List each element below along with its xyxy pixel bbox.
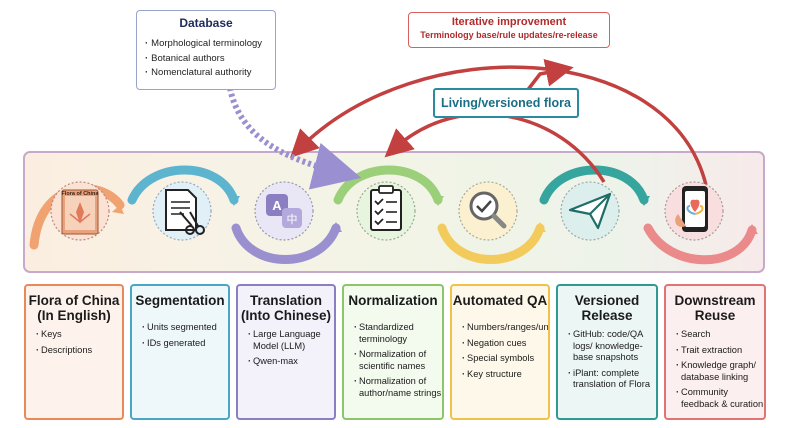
iterative-title: Iterative improvement: [451, 16, 567, 28]
stage-item: Community feedback & curation: [676, 387, 764, 410]
book-icon: Flora of China: [61, 189, 100, 235]
database-arrow: [227, 87, 362, 190]
database-item: Morphological terminology: [145, 37, 262, 52]
stage-item-list: KeysDescriptions: [26, 329, 122, 356]
feedback-arrow-outer: [290, 65, 708, 186]
stage-title-line: Versioned: [574, 293, 640, 308]
stage-title-line: Translation: [249, 293, 322, 308]
stage-title: Normalization: [344, 293, 442, 308]
stage-item: Knowledge graph/ database linking: [676, 360, 764, 383]
flow-arrowhead-3: [330, 222, 342, 232]
stage-item-list: GitHub: code/QA logs/ knowledge-base sna…: [558, 329, 656, 391]
stage-title: Translation(Into Chinese): [238, 293, 334, 323]
stage-icons: Flora of China A 中: [50, 181, 724, 241]
stage-title-line: Segmentation: [135, 293, 225, 308]
flow-arc-7: [643, 223, 757, 265]
stage-box-2: SegmentationUnits segmentedIDs generated: [130, 284, 230, 420]
magnifier-check-icon: [469, 191, 507, 229]
flow-arc-5: [437, 223, 545, 264]
stage-box-5: Automated QA Numbers/ranges/unitsNegation…: [450, 284, 550, 420]
flow-arc-2: [127, 165, 239, 205]
stage-item: Descriptions: [36, 345, 122, 357]
stage-title-line: Flora of China: [28, 293, 120, 308]
stage-item: Large Language Model (LLM): [248, 329, 334, 352]
iterative-subtitle: Terminology base/rule updates/re-release: [420, 30, 598, 40]
book-title-label: Flora of China: [62, 191, 100, 197]
flow-arc-3: [231, 223, 341, 264]
flow-arrowhead-7: [746, 224, 758, 234]
stage-box-1: Flora of China(In English) KeysDescriptio…: [24, 284, 124, 420]
paper-plane-icon: [568, 192, 612, 230]
smartphone-flower-icon: [675, 186, 708, 232]
stage-title-line: (Into Chinese): [241, 308, 331, 323]
stage-item: GitHub: code/QA logs/ knowledge-base sna…: [568, 329, 656, 364]
translate-latin-glyph: A: [272, 198, 282, 213]
stage-box-7: DownstreamReuseSearchTrait extractionKno…: [664, 284, 766, 420]
stage-item: Standardized terminology: [354, 322, 442, 345]
stage-item-list: Standardized terminologyNormalization of…: [344, 322, 442, 399]
translate-icon: A 中: [266, 194, 302, 228]
database-item: Nomenclatural authority: [145, 66, 262, 81]
database-item: Botanical authors: [145, 52, 262, 67]
stage-item: Search: [676, 329, 764, 341]
document-scissors-icon: [165, 189, 205, 235]
database-title: Database: [179, 16, 233, 30]
stage-item: IDs generated: [142, 338, 228, 350]
stage-item-list: Large Language Model (LLM) Qwen-max: [238, 329, 334, 368]
stage-box-6: VersionedReleaseGitHub: code/QA logs/ kn…: [556, 284, 658, 420]
flow-arrowhead-2: [228, 196, 240, 206]
stage-item: Trait extraction: [676, 345, 764, 357]
stage-item: iPlant: complete translation of Flora: [568, 368, 656, 391]
stage-title-line: Automated QA: [452, 293, 548, 308]
stage-item: Units segmented: [142, 322, 228, 334]
stage-title: Automated QA: [452, 293, 548, 308]
living-flora-label: Living/versioned flora: [433, 88, 579, 118]
iterative-improvement-box: Iterative improvement Terminology base/r…: [408, 12, 610, 48]
stage-box-4: NormalizationStandardized terminologyNor…: [342, 284, 444, 420]
checklist-icon: [370, 185, 402, 231]
stage-item: Normalization of scientific names: [354, 349, 442, 372]
translate-chinese-glyph: 中: [287, 213, 298, 226]
database-box: Database Morphological terminology Botan…: [136, 10, 276, 90]
stage-item: Key structure: [462, 369, 548, 381]
stage-item: Negation cues: [462, 338, 548, 350]
stage-item: Qwen-max: [248, 356, 334, 368]
stage-box-3: Translation(Into Chinese) Large Language …: [236, 284, 336, 420]
stage-title-line: Release: [581, 308, 633, 323]
flow-arrowhead-4: [432, 196, 444, 206]
stage-item: Normalization of author/name strings: [354, 376, 442, 399]
flow-arrowhead-1: [112, 205, 124, 214]
stage-title-line: (In English): [37, 308, 111, 323]
stage-title-line: Reuse: [694, 308, 736, 323]
stage-item: Numbers/ranges/units: [462, 322, 548, 334]
stage-title: Flora of China(In English): [26, 293, 122, 323]
stage-title: Segmentation: [132, 293, 228, 308]
stage-item-list: Units segmentedIDs generated: [132, 322, 228, 349]
stage-item: Keys: [36, 329, 122, 341]
stage-item: Special symbols: [462, 353, 548, 365]
stage-item-list: Numbers/ranges/unitsNegation cuesSpecial…: [452, 322, 548, 380]
stage-title-line: Normalization: [348, 293, 438, 308]
database-list: Morphological terminology Botanical auth…: [145, 37, 262, 81]
flow-arrowhead-5: [534, 222, 546, 232]
stage-item-list: SearchTrait extractionKnowledge graph/ d…: [666, 329, 764, 410]
stage-title-line: Downstream: [674, 293, 756, 308]
flow-arrowhead-6: [638, 196, 650, 206]
